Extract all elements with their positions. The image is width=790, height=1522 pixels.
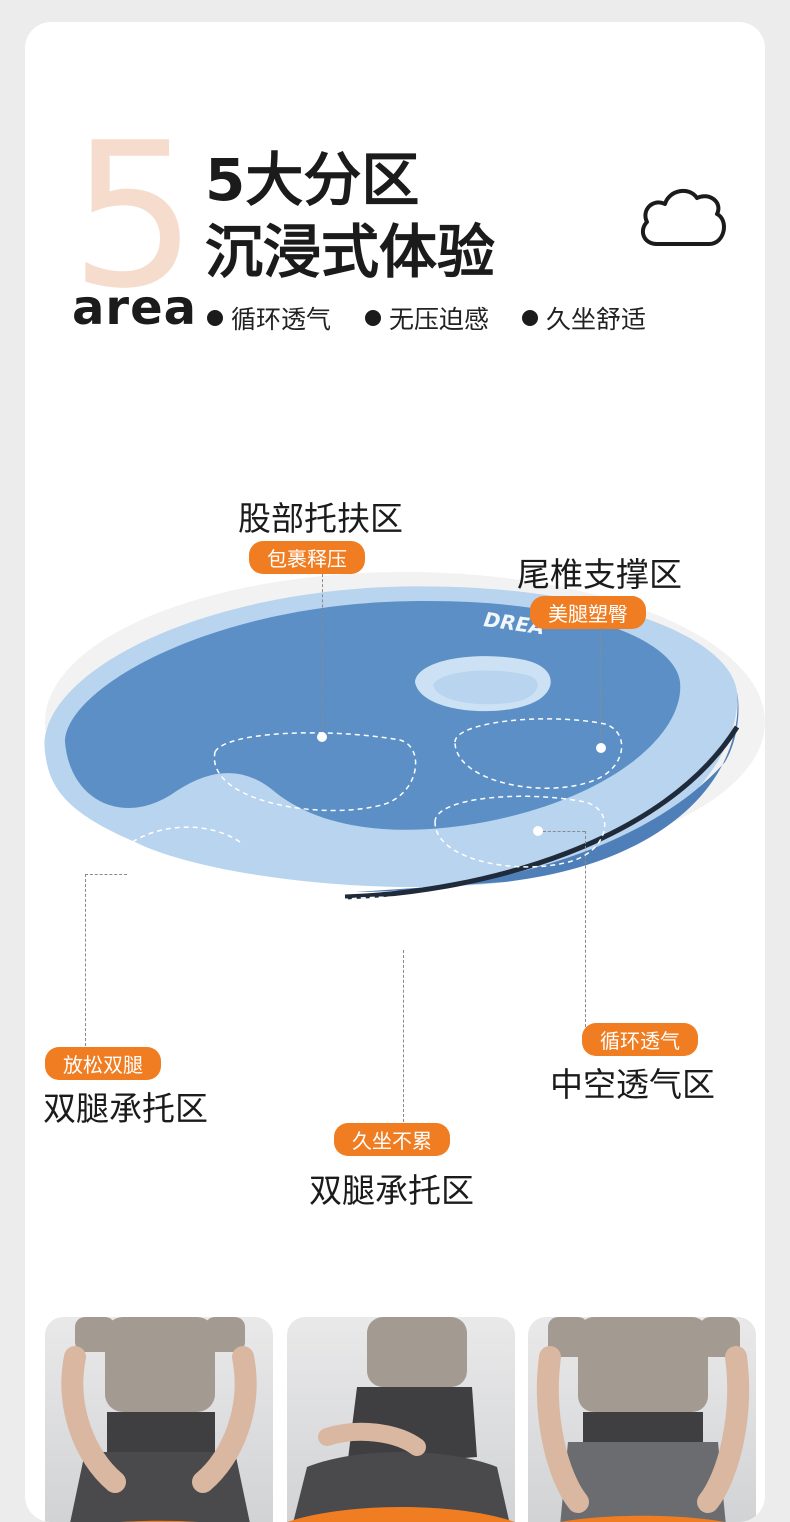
- usage-photo-1: [45, 1317, 273, 1522]
- legs-left-title: 双腿承托区: [43, 1089, 208, 1128]
- hollow-zone-marker: [533, 826, 543, 836]
- hollow-zone-leader-h: [543, 831, 585, 832]
- headline-line-2: 沉浸式体验: [205, 218, 496, 286]
- tailbone-zone-title: 尾椎支撑区: [517, 555, 682, 594]
- content-card: 5 area 5大分区 沉浸式体验 循环透气 无压迫感 久坐舒适 DREA 股部…: [25, 22, 765, 1522]
- headline: 5大分区 沉浸式体验: [205, 144, 495, 288]
- bullet-icon: [522, 310, 538, 326]
- area-word: area: [72, 280, 198, 336]
- hip-zone-tag: 包裹释压: [249, 541, 365, 574]
- feature-item: 久坐舒适: [522, 300, 646, 336]
- hollow-zone-leader: [585, 831, 586, 1027]
- legs-center-tag: 久坐不累: [334, 1123, 450, 1156]
- legs-center-leader: [403, 950, 404, 1122]
- legs-left-leader: [85, 874, 86, 1046]
- hip-zone-marker: [317, 732, 327, 742]
- feature-label: 循环透气: [231, 305, 332, 334]
- bullet-icon: [207, 310, 223, 326]
- tailbone-zone-tag: 美腿塑臀: [530, 596, 646, 629]
- feature-label: 久坐舒适: [546, 305, 647, 334]
- feature-item: 循环透气: [207, 300, 331, 336]
- feature-label: 无压迫感: [389, 305, 490, 334]
- tailbone-zone-marker: [596, 743, 606, 753]
- cloud-icon: [640, 188, 726, 246]
- hollow-zone-tag: 循环透气: [582, 1023, 698, 1056]
- legs-left-tag: 放松双腿: [45, 1047, 161, 1080]
- usage-photo-3: [528, 1317, 756, 1522]
- big-number-5: 5: [70, 100, 198, 333]
- legs-center-title: 双腿承托区: [309, 1171, 474, 1210]
- hollow-zone-title: 中空透气区: [550, 1065, 715, 1104]
- tailbone-zone-leader: [600, 628, 601, 746]
- hip-zone-leader: [322, 574, 323, 734]
- usage-photo-2: [287, 1317, 515, 1522]
- bullet-icon: [365, 310, 381, 326]
- hip-zone-title: 股部托扶区: [238, 499, 403, 538]
- feature-item: 无压迫感: [365, 300, 489, 336]
- headline-line-1: 5大分区: [205, 146, 420, 214]
- legs-left-leader-h: [85, 874, 127, 875]
- cushion-illustration: DREA: [44, 572, 765, 923]
